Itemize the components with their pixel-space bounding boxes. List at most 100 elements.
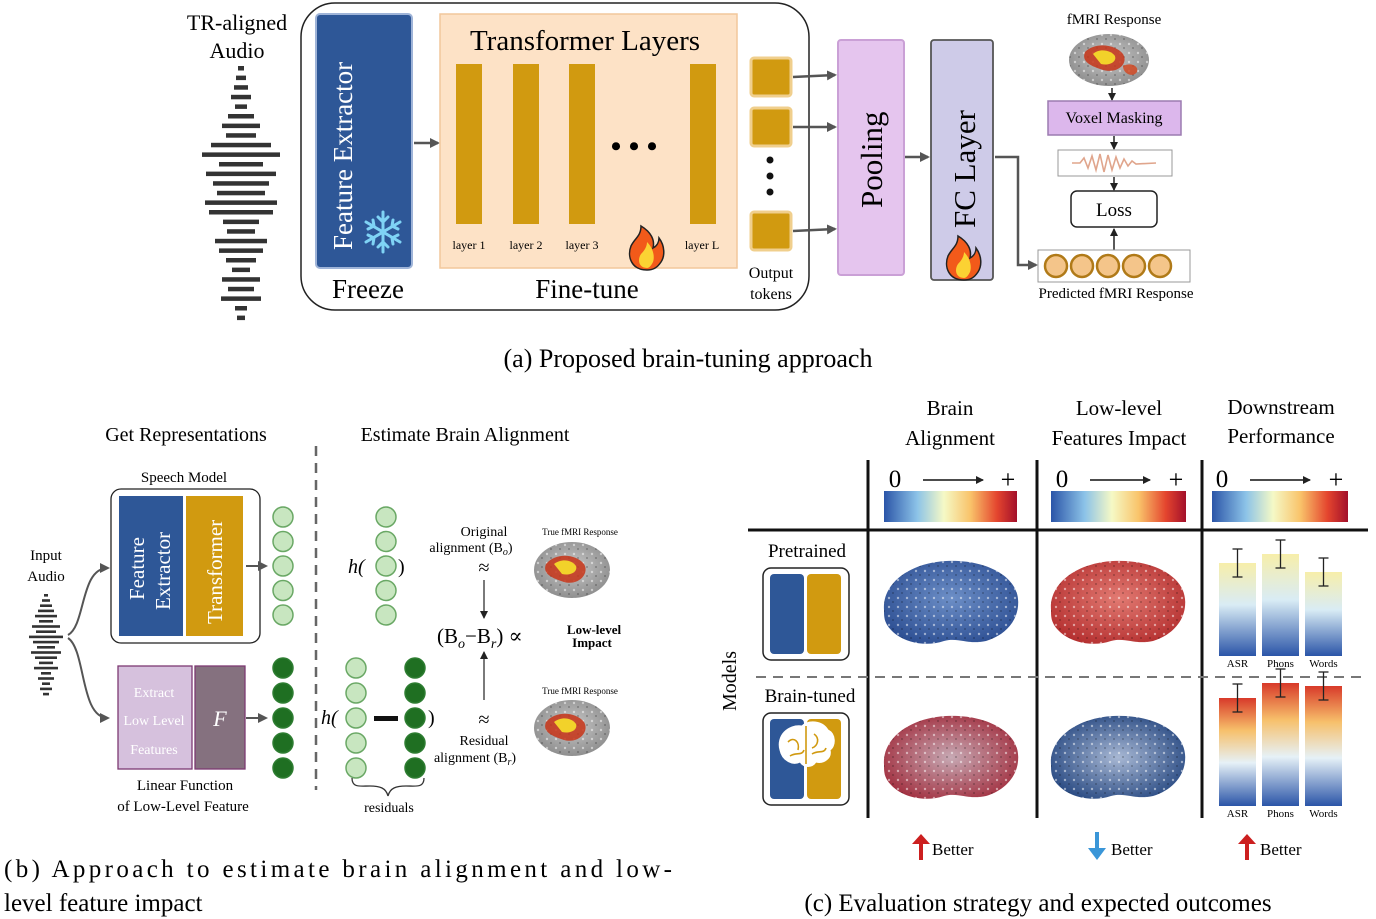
waveform-icon <box>202 66 280 321</box>
caption-c: (c) Evaluation strategy and expected out… <box>804 890 1271 917</box>
residual-alignment-label-2: alignment (Br) <box>434 751 516 768</box>
repr-column-light <box>272 506 294 626</box>
voxel-masking-label: Voxel Masking <box>1065 110 1162 127</box>
residuals-brace <box>351 777 425 797</box>
predicted-nodes <box>1043 253 1173 279</box>
linear-f-label: F <box>212 706 227 731</box>
scale-zero: 0 <box>1216 466 1229 493</box>
repr-node <box>272 657 294 679</box>
voxel-masking-block <box>1047 100 1182 136</box>
repr-node <box>375 555 397 577</box>
wave-bar <box>223 219 259 225</box>
wave-bar <box>38 609 54 613</box>
arrow-fc-predicted <box>995 155 1038 270</box>
better-label: Better <box>1260 840 1302 859</box>
predicted-node <box>1069 253 1095 279</box>
models-label: Models <box>719 651 741 711</box>
feature-extractor-label: Feature <box>125 537 149 600</box>
token-dot <box>766 156 774 164</box>
snowflake-icon <box>364 210 402 254</box>
arrow-token-pooling <box>792 224 837 235</box>
wave-bar <box>36 630 56 633</box>
wave-bar <box>31 651 61 654</box>
brain-icon <box>1069 34 1149 86</box>
wave-bar <box>32 625 60 628</box>
extract-label-2: Low Level <box>123 714 184 729</box>
predicted-label: Predicted fMRI Response <box>1039 286 1194 302</box>
wave-bar <box>33 640 59 644</box>
token-dot <box>766 188 774 196</box>
layer-label: layer 2 <box>510 238 543 252</box>
token-dot <box>766 172 774 180</box>
colorbar-gradient <box>884 491 1017 522</box>
repr-node <box>375 604 397 626</box>
repr-node <box>404 732 426 754</box>
panel-c: Brain Alignment Low-level Features Impac… <box>719 395 1368 917</box>
fire-icon <box>945 234 982 281</box>
repr-node <box>272 530 294 553</box>
wave-bar <box>206 171 276 177</box>
colorbar-gradient <box>1051 491 1186 522</box>
bar-label: ASR <box>1227 808 1249 820</box>
wave-bar <box>40 687 52 691</box>
wave-bar <box>42 599 50 602</box>
wave-bar <box>215 238 267 244</box>
up-arrow-icon <box>1238 834 1256 860</box>
scale-plus: + <box>1329 465 1344 494</box>
repr-node <box>272 757 294 779</box>
linear-function-label-2: of Low-Level Feature <box>117 799 249 815</box>
wave-bar <box>38 677 54 680</box>
scale-zero: 0 <box>1056 466 1069 493</box>
arrow-token-pooling <box>792 70 837 81</box>
repr-node <box>345 682 367 704</box>
wave-bar <box>234 85 248 90</box>
row-label: Brain-tuned <box>765 686 856 707</box>
layer-label: layer 1 <box>453 238 486 252</box>
scale-plus: + <box>1169 465 1184 494</box>
bar <box>1219 698 1256 806</box>
estimate-alignment-title: Estimate Brain Alignment <box>361 424 570 446</box>
h-close: ) <box>398 556 405 578</box>
wave-bar <box>219 162 263 167</box>
brain-map <box>1050 560 1186 644</box>
finetune-label: Fine-tune <box>535 274 638 304</box>
alignment-formula: (Bo−Br) ∝ <box>437 624 523 652</box>
input-audio-label-2: Audio <box>27 569 65 585</box>
input-audio-title-2: Audio <box>210 38 265 63</box>
feature-extractor-label: Feature Extractor <box>328 62 358 250</box>
repr-node <box>404 657 426 679</box>
wave-bar <box>227 229 255 234</box>
wave-bar <box>37 646 55 649</box>
repr-column-light <box>345 657 367 779</box>
wave-bar <box>211 142 271 148</box>
repr-node <box>272 555 294 577</box>
caption-a: (a) Proposed brain-tuning approach <box>504 344 873 373</box>
wave-bar <box>44 594 48 597</box>
wave-bar <box>205 200 277 205</box>
wave-bar <box>228 286 254 292</box>
residual-alignment-label: Residual <box>460 734 509 749</box>
wave-bar <box>226 133 256 138</box>
wave-bar <box>237 315 245 321</box>
lowlevel-impact-label-2: Impact <box>572 635 612 650</box>
wave-bar <box>222 123 260 129</box>
feature-extractor-icon <box>770 574 804 654</box>
layer-label: layer 3 <box>566 238 599 252</box>
true-fmri-label: True fMRI Response <box>542 686 618 696</box>
minus-sign <box>374 716 398 721</box>
colorbar: 0 + <box>884 465 1017 522</box>
wave-bar <box>209 210 273 215</box>
repr-node <box>375 506 397 528</box>
row-label: Pretrained <box>768 541 847 562</box>
bar-label: ASR <box>1227 658 1249 670</box>
pooling-block <box>837 39 905 276</box>
feature-extractor-label-2: Extractor <box>151 532 175 610</box>
brain-map <box>883 560 1019 644</box>
repr-column-dark <box>404 657 426 779</box>
transformer-block <box>186 496 243 636</box>
wave-bar <box>41 672 51 675</box>
brain-map <box>1050 715 1186 799</box>
